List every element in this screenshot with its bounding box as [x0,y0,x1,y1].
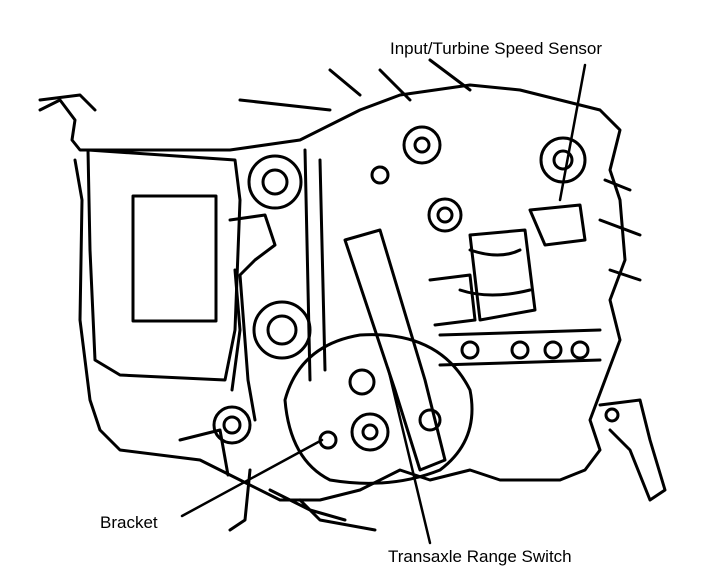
sensor-label: Input/Turbine Speed Sensor [390,39,603,58]
bracket-label: Bracket [100,513,158,532]
transaxle-housing-outline [38,83,627,502]
shift-lever [598,398,667,502]
range-switch-disc [283,333,474,485]
switch-leader-line [386,366,432,545]
bracket-leader-line [180,438,324,518]
cover-window [131,194,218,323]
speed-sensor-body [539,136,587,184]
housing-boss [252,300,312,360]
range-switch-shaft [350,412,390,452]
range-switch-arm [343,228,447,472]
housing-boss [247,154,303,210]
side-cover-panel [86,148,242,382]
sensor-leader-line [558,63,587,202]
switch-label: Transaxle Range Switch [388,547,572,566]
